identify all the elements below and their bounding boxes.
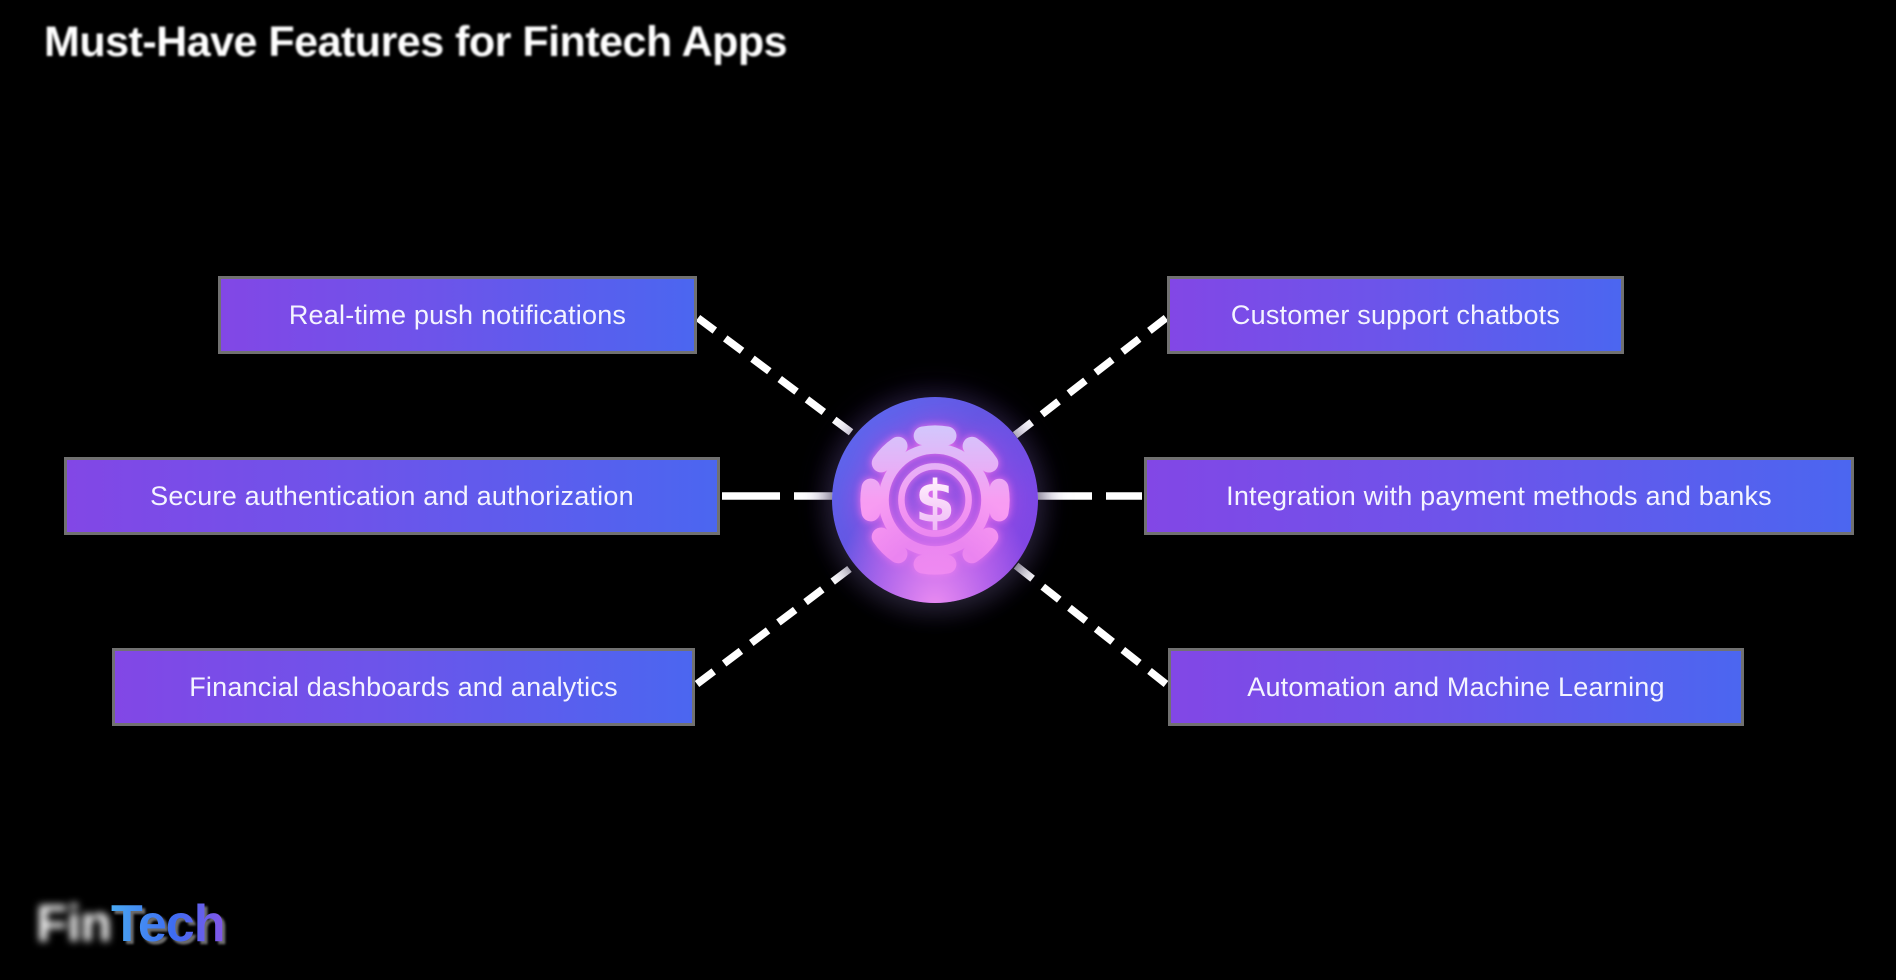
gear-teeth <box>860 425 1010 575</box>
gear-body-ring <box>878 443 992 557</box>
feature-box-secure-authentication: Secure authentication and authorization <box>64 457 720 535</box>
gear-inner-ring <box>898 463 972 537</box>
brand-logo: FinTech <box>36 894 225 954</box>
brand-logo-word: Fin <box>36 895 112 953</box>
feature-label: Automation and Machine Learning <box>1247 671 1665 702</box>
connector-bottom-left-line <box>694 561 859 687</box>
connector-bottom-right-line <box>1011 561 1169 687</box>
feature-box-payment-integration: Integration with payment methods and ban… <box>1144 457 1854 535</box>
feature-box-push-notifications: Real-time push notifications <box>218 276 697 354</box>
feature-label: Secure authentication and authorization <box>150 480 634 511</box>
feature-box-automation-ml: Automation and Machine Learning <box>1168 648 1744 726</box>
center-badge: $ <box>832 397 1038 603</box>
feature-label: Financial dashboards and analytics <box>189 671 618 702</box>
connector-top-left-line <box>695 314 859 440</box>
dollar-symbol: $ <box>915 467 955 535</box>
gear-dollar-icon: $ <box>860 425 1010 575</box>
feature-label: Integration with payment methods and ban… <box>1226 480 1772 511</box>
feature-label: Customer support chatbots <box>1230 299 1561 330</box>
brand-logo-tech: Tech <box>110 895 226 953</box>
feature-box-financial-dashboards: Financial dashboards and analytics <box>112 648 695 726</box>
connector-top-right-line <box>1011 315 1169 439</box>
page-title: Must-Have Features for Fintech Apps <box>44 18 788 66</box>
feature-label: Real-time push notifications <box>288 299 627 330</box>
feature-box-support-chatbots: Customer support chatbots <box>1167 276 1624 354</box>
